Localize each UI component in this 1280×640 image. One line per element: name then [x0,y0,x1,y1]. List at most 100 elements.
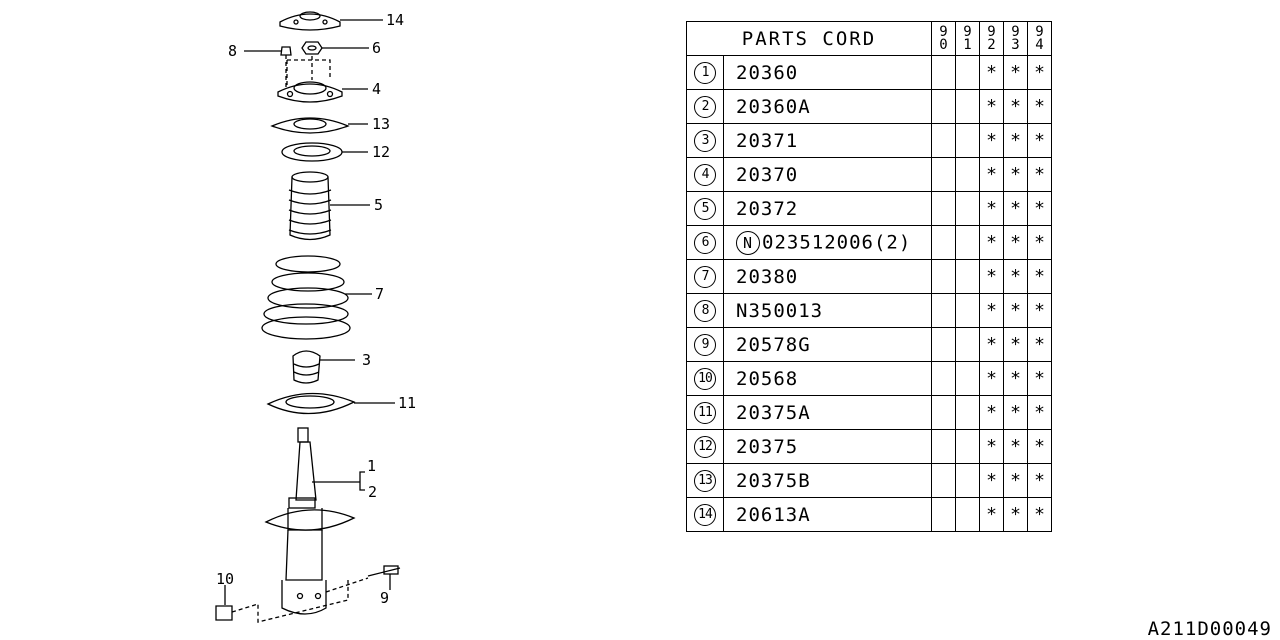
year-mark-cell [931,395,956,430]
part-code-cell: 20360A [723,89,932,124]
year-mark-cell [931,123,956,158]
year-mark-cell: * [1003,123,1028,158]
year-mark-cell: * [979,361,1004,396]
year-mark-cell: * [979,429,1004,464]
part-code: 20375 [736,435,799,458]
part-5-boot [288,171,332,241]
ref-number-cell: 9 [686,327,724,362]
year-mark-cell [955,191,980,226]
callout-9: 9 [380,589,389,607]
ref-number-circle: 11 [694,402,716,424]
year-mark-cell [955,429,980,464]
ref-number-cell: 2 [686,89,724,124]
year-mark-cell: * [979,89,1004,124]
part-code-cell: 20370 [723,157,932,192]
part-code-cell: N350013 [723,293,932,328]
year-mark-cell [931,327,956,362]
part-code: 20375B [736,469,811,492]
callout-10: 10 [216,570,234,588]
part-code: 20380 [736,265,799,288]
year-mark-cell: * [1027,361,1052,396]
ref-number-cell: 7 [686,259,724,294]
ref-number-circle: 4 [694,164,716,186]
year-mark-cell: * [1027,191,1052,226]
part-code-cell: 20372 [723,191,932,226]
part-code-cell: 20375B [723,463,932,498]
year-mark-cell: * [1003,259,1028,294]
year-mark-cell [931,361,956,396]
callout-8: 8 [228,42,237,60]
part-code-cell: 20360 [723,55,932,90]
year-mark-cell: * [1003,55,1028,90]
year-mark-cell [955,55,980,90]
year-mark-cell: * [1003,497,1028,532]
ref-number-cell: 3 [686,123,724,158]
part-1-2-strut [264,427,356,615]
year-mark-cell: * [1027,259,1052,294]
callout-2: 2 [368,483,377,501]
diagram-code: A211D00049 [1147,618,1272,640]
part-code: 20360A [736,95,811,118]
ref-number-circle: 13 [694,470,716,492]
ref-number-circle: 8 [694,300,716,322]
year-mark-cell: * [1027,497,1052,532]
ref-number-cell: 13 [686,463,724,498]
year-mark-cell: * [1003,361,1028,396]
ref-number-circle: 14 [694,504,716,526]
year-mark-cell [931,429,956,464]
year-mark-cell [955,225,980,260]
part-6-nut [301,41,323,55]
part-code: N350013 [736,299,824,322]
ref-number-circle: 5 [694,198,716,220]
year-mark-cell [955,259,980,294]
year-mark-cell: * [1027,123,1052,158]
part-4-mount [277,81,343,103]
part-code-cell: 20380 [723,259,932,294]
year-mark-cell [955,293,980,328]
year-mark-cell [931,259,956,294]
year-mark-cell: * [979,395,1004,430]
ref-number-cell: 5 [686,191,724,226]
part-code: 023512006(2) [762,231,912,253]
year-mark-cell: * [1003,327,1028,362]
year-mark-cell: * [979,463,1004,498]
part-9-sensor [325,565,401,593]
ref-number-circle: 10 [694,368,716,390]
part-code-cell: 20578G [723,327,932,362]
ref-number-cell: 12 [686,429,724,464]
part-code: 20375A [736,401,811,424]
year-mark-cell: * [1027,293,1052,328]
year-mark-cell [931,89,956,124]
part-code: 20370 [736,163,799,186]
year-mark-cell: * [1003,225,1028,260]
callout-12: 12 [372,143,390,161]
year-mark-cell [931,225,956,260]
year-mark-cell: * [1027,463,1052,498]
year-mark-cell: * [979,225,1004,260]
year-mark-cell: * [979,259,1004,294]
year-mark-cell: * [1003,463,1028,498]
part-code-cell: 20613A [723,497,932,532]
strut-exploded-diagram: 14 8 6 4 13 12 5 7 3 11 1 2 10 9 [215,11,416,623]
part-7-spring [261,255,351,340]
